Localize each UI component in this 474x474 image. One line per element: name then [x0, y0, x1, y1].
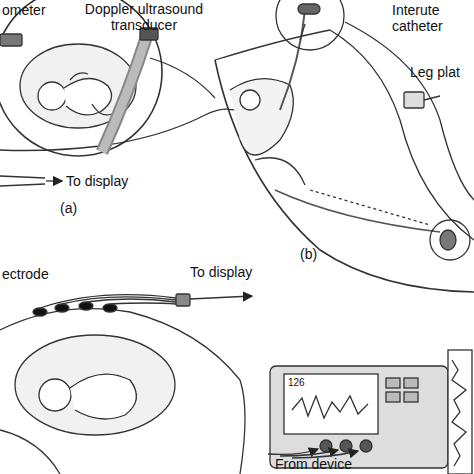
fetal-monitor-part: [448, 350, 472, 474]
panel-b-part: [276, 0, 344, 50]
part-label: Leg plat: [410, 64, 460, 80]
panel-b-part: [215, 30, 330, 60]
panel-a-part: [0, 34, 22, 46]
part-label: ectrode: [2, 266, 49, 282]
panel-a-part: [38, 82, 66, 110]
fetal-monitor-part: [386, 392, 400, 402]
panel-b-part: [424, 96, 440, 100]
panel-b-part: [430, 220, 470, 260]
electrode-panel-part: [33, 308, 47, 316]
panel-label: (b): [300, 246, 317, 262]
electrode-panel-part: [103, 304, 117, 312]
panel-label: (a): [60, 200, 77, 216]
electrode-panel-part: [62, 297, 176, 304]
fetal-monitor-part: [386, 378, 400, 388]
panel-a-part: [92, 104, 112, 115]
fetal-monitor-part: [280, 450, 338, 456]
electrode-panel-part: [55, 304, 69, 312]
electrode-panel-illustration: [0, 294, 252, 474]
panel-a-part: [46, 180, 62, 181]
electrode-panel-part: [70, 374, 136, 419]
panel-a-illustration: [0, 0, 240, 186]
panel-a-part: [102, 32, 148, 152]
panel-b-illustration: [215, 0, 474, 292]
panel-b-part: [240, 90, 260, 110]
electrode-panel-part: [0, 309, 245, 474]
panel-b-part: [300, 24, 305, 40]
panel-a-part: [64, 78, 112, 114]
panel-a-part: [102, 32, 148, 152]
part-label: ometer: [2, 2, 46, 18]
electrode-panel-part: [176, 294, 190, 306]
electrode-panel-part: [79, 302, 93, 310]
panel-b-part: [255, 158, 305, 185]
electrode-panel-part: [39, 379, 71, 411]
fetal-monitor-part: [340, 440, 352, 452]
panel-b-part: [440, 230, 456, 250]
electrode-panel-part: [86, 299, 176, 302]
fetal-monitor-part: [270, 366, 448, 468]
panel-a-part: [0, 176, 45, 178]
signal-label: To display: [66, 173, 128, 189]
fetal-monitor-part: [268, 449, 318, 454]
electrode-panel-part: [0, 430, 60, 474]
fetal-monitor-part: [404, 378, 418, 388]
fetal-monitor-part: [320, 440, 332, 452]
signal-label: To display: [190, 264, 252, 280]
electrode-panel-part: [15, 335, 175, 435]
electrode-panel-part: [40, 295, 176, 308]
screen-reading: 126: [288, 377, 305, 389]
panel-b-part: [215, 60, 474, 292]
panel-b-part: [345, 22, 474, 200]
panel-b-part: [310, 190, 430, 225]
panel-b-part: [298, 4, 320, 14]
fetal-monitor-part: [404, 392, 418, 402]
part-label: Doppler ultrasound transducer: [76, 1, 212, 33]
signal-label: From device: [275, 456, 352, 472]
panel-a-part: [70, 73, 88, 80]
electrode-panel-part: [190, 296, 252, 299]
fetal-monitor-part: [284, 374, 378, 434]
fetal-monitor-part: [292, 396, 368, 418]
panel-a-part: [0, 184, 45, 186]
panel-b-part: [280, 10, 305, 110]
panel-b-part: [275, 190, 440, 232]
part-label: Interute catheter: [392, 2, 462, 34]
fetal-monitor-part: [360, 440, 372, 452]
panel-b-part: [404, 92, 424, 108]
fetal-monitor-part: [452, 360, 466, 466]
electrode-panel-part: [110, 303, 176, 304]
fetal-monitor-illustration: [268, 350, 472, 474]
panel-b-part: [230, 79, 293, 155]
